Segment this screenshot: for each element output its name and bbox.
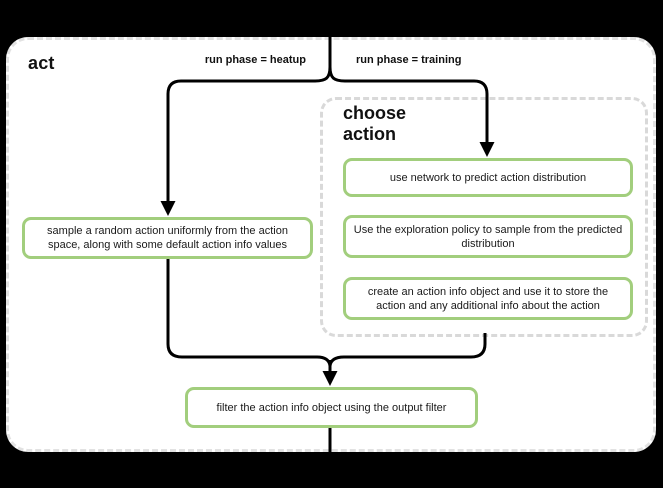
- action-info-object-text: create an action info object and use it …: [367, 285, 609, 312]
- exploration-policy-box: Use the exploration policy to sample fro…: [343, 215, 633, 258]
- branch-label-training: run phase = training: [356, 54, 462, 66]
- output-filter-text: filter the action info object using the …: [216, 401, 447, 414]
- exploration-policy-text: Use the exploration policy to sample fro…: [353, 223, 623, 250]
- act-title: act: [28, 53, 55, 73]
- sample-random-action-box: sample a random action uniformly from th…: [22, 217, 313, 259]
- predict-distribution-text: use network to predict action distributi…: [389, 171, 587, 184]
- output-filter-box: filter the action info object using the …: [185, 387, 478, 428]
- predict-distribution-box: use network to predict action distributi…: [343, 158, 633, 197]
- sample-random-action-text: sample a random action uniformly from th…: [47, 225, 288, 251]
- choose-action-title: choose action: [343, 103, 407, 144]
- branch-label-heatup: run phase = heatup: [204, 54, 306, 66]
- action-info-object-box: create an action info object and use it …: [343, 277, 633, 320]
